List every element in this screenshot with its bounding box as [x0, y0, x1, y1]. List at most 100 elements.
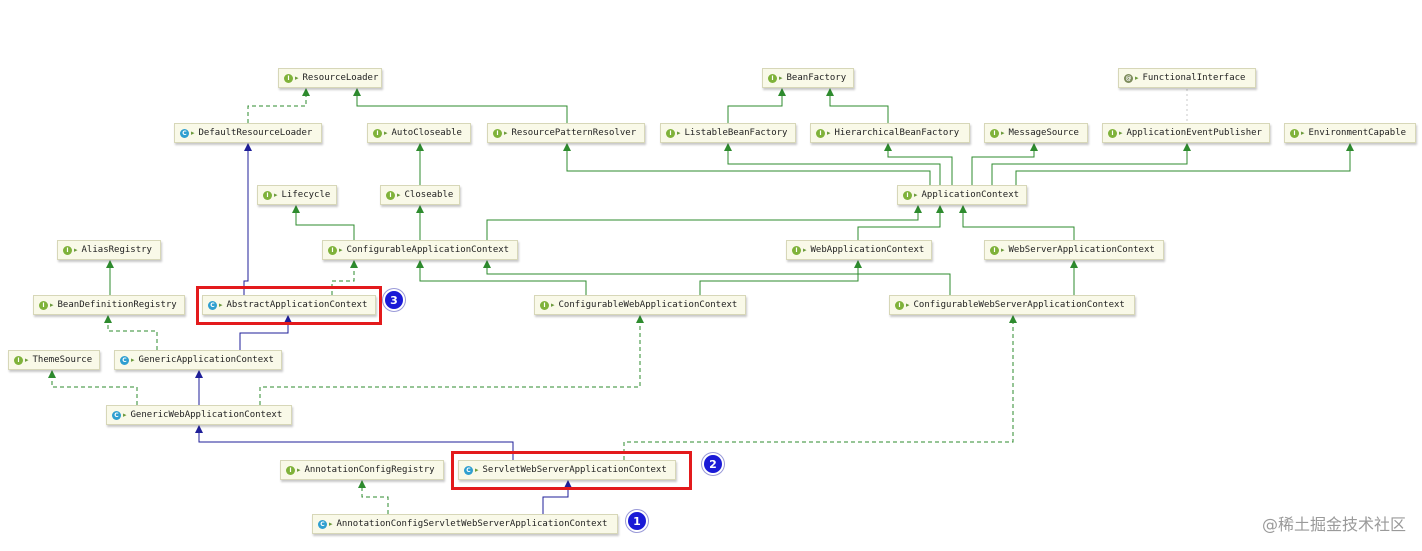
edge-genericwebapplicationcontext-themesource [48, 370, 138, 405]
node-label: GenericWebApplicationContext [130, 410, 283, 420]
public-visibility-icon: ▸ [475, 466, 479, 474]
interface-icon: I [990, 128, 999, 138]
node-label: ResourceLoader [302, 73, 379, 83]
node-label: ConfigurableApplicationContext [346, 245, 510, 255]
public-visibility-icon: ▸ [1001, 246, 1005, 254]
node-functionalinterface[interactable]: @▸FunctionalInterface [1118, 68, 1256, 88]
highlight-servletwebserverapplicationcontext [451, 451, 692, 490]
interface-icon: I [540, 300, 549, 310]
interface-icon: I [816, 128, 825, 138]
node-beanfactory[interactable]: I▸BeanFactory [762, 68, 854, 88]
public-visibility-icon: ▸ [1119, 129, 1123, 137]
node-themesource[interactable]: I▸ThemeSource [8, 350, 100, 370]
interface-icon: I [328, 245, 337, 255]
node-closeable[interactable]: I▸Closeable [380, 185, 460, 205]
node-aliasregistry[interactable]: I▸AliasRegistry [57, 240, 161, 260]
public-visibility-icon: ▸ [906, 301, 910, 309]
interface-icon: I [768, 73, 777, 83]
class-icon: C [464, 465, 473, 475]
node-label: ConfigurableWebApplicationContext [558, 300, 738, 310]
node-label: ServletWebServerApplicationContext [482, 465, 667, 475]
edge-configurablewebapplicationcontext-configurableapplicationcontext [416, 260, 587, 295]
node-webserverapplicationcontext[interactable]: I▸WebServerApplicationContext [984, 240, 1164, 260]
edge-genericapplicationcontext-beandefinitionregistry [104, 315, 158, 350]
node-servletwebserverapplicationcontext[interactable]: C▸ServletWebServerApplicationContext [458, 460, 676, 480]
interface-icon: I [666, 128, 675, 138]
node-label: AutoCloseable [391, 128, 462, 138]
node-label: ConfigurableWebServerApplicationContext [913, 300, 1125, 310]
node-listablebeanfactory[interactable]: I▸ListableBeanFactory [660, 123, 796, 143]
node-defaultresourceloader[interactable]: C▸DefaultResourceLoader [174, 123, 322, 143]
node-annotationconfigregistry[interactable]: I▸AnnotationConfigRegistry [280, 460, 444, 480]
edge-webapplicationcontext-applicationcontext [857, 205, 944, 240]
public-visibility-icon: ▸ [123, 411, 127, 419]
node-messagesource[interactable]: I▸MessageSource [984, 123, 1088, 143]
node-label: EnvironmentCapable [1308, 128, 1407, 138]
public-visibility-icon: ▸ [131, 356, 135, 364]
edge-applicationcontext-hierarchicalbeanfactory [884, 143, 953, 185]
edge-applicationcontext-applicationeventpublisher [991, 143, 1191, 185]
class-icon: C [120, 355, 129, 365]
public-visibility-icon: ▸ [779, 74, 783, 82]
interface-icon: I [14, 355, 23, 365]
interface-icon: I [1108, 128, 1117, 138]
class-icon: C [208, 300, 217, 310]
public-visibility-icon: ▸ [1135, 74, 1139, 82]
node-webapplicationcontext[interactable]: I▸WebApplicationContext [786, 240, 932, 260]
node-applicationcontext[interactable]: I▸ApplicationContext [897, 185, 1027, 205]
node-resourcepatternresolver[interactable]: I▸ResourcePatternResolver [487, 123, 645, 143]
interface-icon: I [39, 300, 48, 310]
node-genericapplicationcontext[interactable]: C▸GenericApplicationContext [114, 350, 282, 370]
edge-configurablewebserverapplicationcontext-configurableapplicationcontext [483, 260, 951, 295]
public-visibility-icon: ▸ [329, 520, 333, 528]
edge-webserverapplicationcontext-applicationcontext [959, 205, 1075, 240]
public-visibility-icon: ▸ [914, 191, 918, 199]
node-label: WebServerApplicationContext [1008, 245, 1155, 255]
class-icon: C [112, 410, 121, 420]
node-label: AbstractApplicationContext [226, 300, 368, 310]
node-configurableapplicationcontext[interactable]: I▸ConfigurableApplicationContext [322, 240, 518, 260]
edge-configurableapplicationcontext-lifecycle [292, 205, 355, 240]
node-abstractapplicationcontext[interactable]: C▸AbstractApplicationContext [202, 295, 376, 315]
edge-genericwebapplicationcontext-configurablewebapplicationcontext [259, 315, 644, 405]
edge-applicationcontext-messagesource [971, 143, 1038, 185]
public-visibility-icon: ▸ [74, 246, 78, 254]
node-environmentcapable[interactable]: I▸EnvironmentCapable [1284, 123, 1416, 143]
node-hierarchicalbeanfactory[interactable]: I▸HierarchicalBeanFactory [810, 123, 970, 143]
node-label: WebApplicationContext [810, 245, 925, 255]
edge-configurableapplicationcontext-applicationcontext [486, 205, 922, 240]
node-resourceloader[interactable]: I▸ResourceLoader [278, 68, 382, 88]
node-beandefinitionregistry[interactable]: I▸BeanDefinitionRegistry [33, 295, 185, 315]
public-visibility-icon: ▸ [50, 301, 54, 309]
node-lifecycle[interactable]: I▸Lifecycle [257, 185, 337, 205]
node-label: DefaultResourceLoader [198, 128, 313, 138]
interface-icon: I [792, 245, 801, 255]
edge-applicationcontext-listablebeanfactory [724, 143, 941, 185]
node-label: FunctionalInterface [1142, 73, 1246, 83]
edge-annotationconfigservletwebserverapplicationcontext-annotationconfigregistry [358, 480, 389, 514]
edge-hierarchicalbeanfactory-beanfactory [826, 88, 889, 123]
interface-icon: I [386, 190, 395, 200]
interface-icon: I [373, 128, 382, 138]
badge-3: 3 [385, 291, 403, 309]
public-visibility-icon: ▸ [397, 191, 401, 199]
node-autocloseable[interactable]: I▸AutoCloseable [367, 123, 471, 143]
node-label: ListableBeanFactory [684, 128, 788, 138]
node-genericwebapplicationcontext[interactable]: C▸GenericWebApplicationContext [106, 405, 292, 425]
node-configurablewebserverapplicationcontext[interactable]: I▸ConfigurableWebServerApplicationContex… [889, 295, 1135, 315]
node-annotationconfigservletwebserverapplicationcontext[interactable]: C▸AnnotationConfigServletWebServerApplic… [312, 514, 618, 534]
interface-icon: I [990, 245, 999, 255]
node-applicationeventpublisher[interactable]: I▸ApplicationEventPublisher [1102, 123, 1270, 143]
node-label: ApplicationEventPublisher [1126, 128, 1262, 138]
public-visibility-icon: ▸ [803, 246, 807, 254]
public-visibility-icon: ▸ [191, 129, 195, 137]
badge-2: 2 [704, 455, 722, 473]
class-icon: C [318, 519, 327, 529]
public-visibility-icon: ▸ [274, 191, 278, 199]
node-configurablewebapplicationcontext[interactable]: I▸ConfigurableWebApplicationContext [534, 295, 746, 315]
edge-abstractapplicationcontext-defaultresourceloader [243, 143, 252, 295]
node-label: AliasRegistry [81, 245, 152, 255]
public-visibility-icon: ▸ [1001, 129, 1005, 137]
interface-icon: I [286, 465, 295, 475]
interface-icon: I [63, 245, 72, 255]
